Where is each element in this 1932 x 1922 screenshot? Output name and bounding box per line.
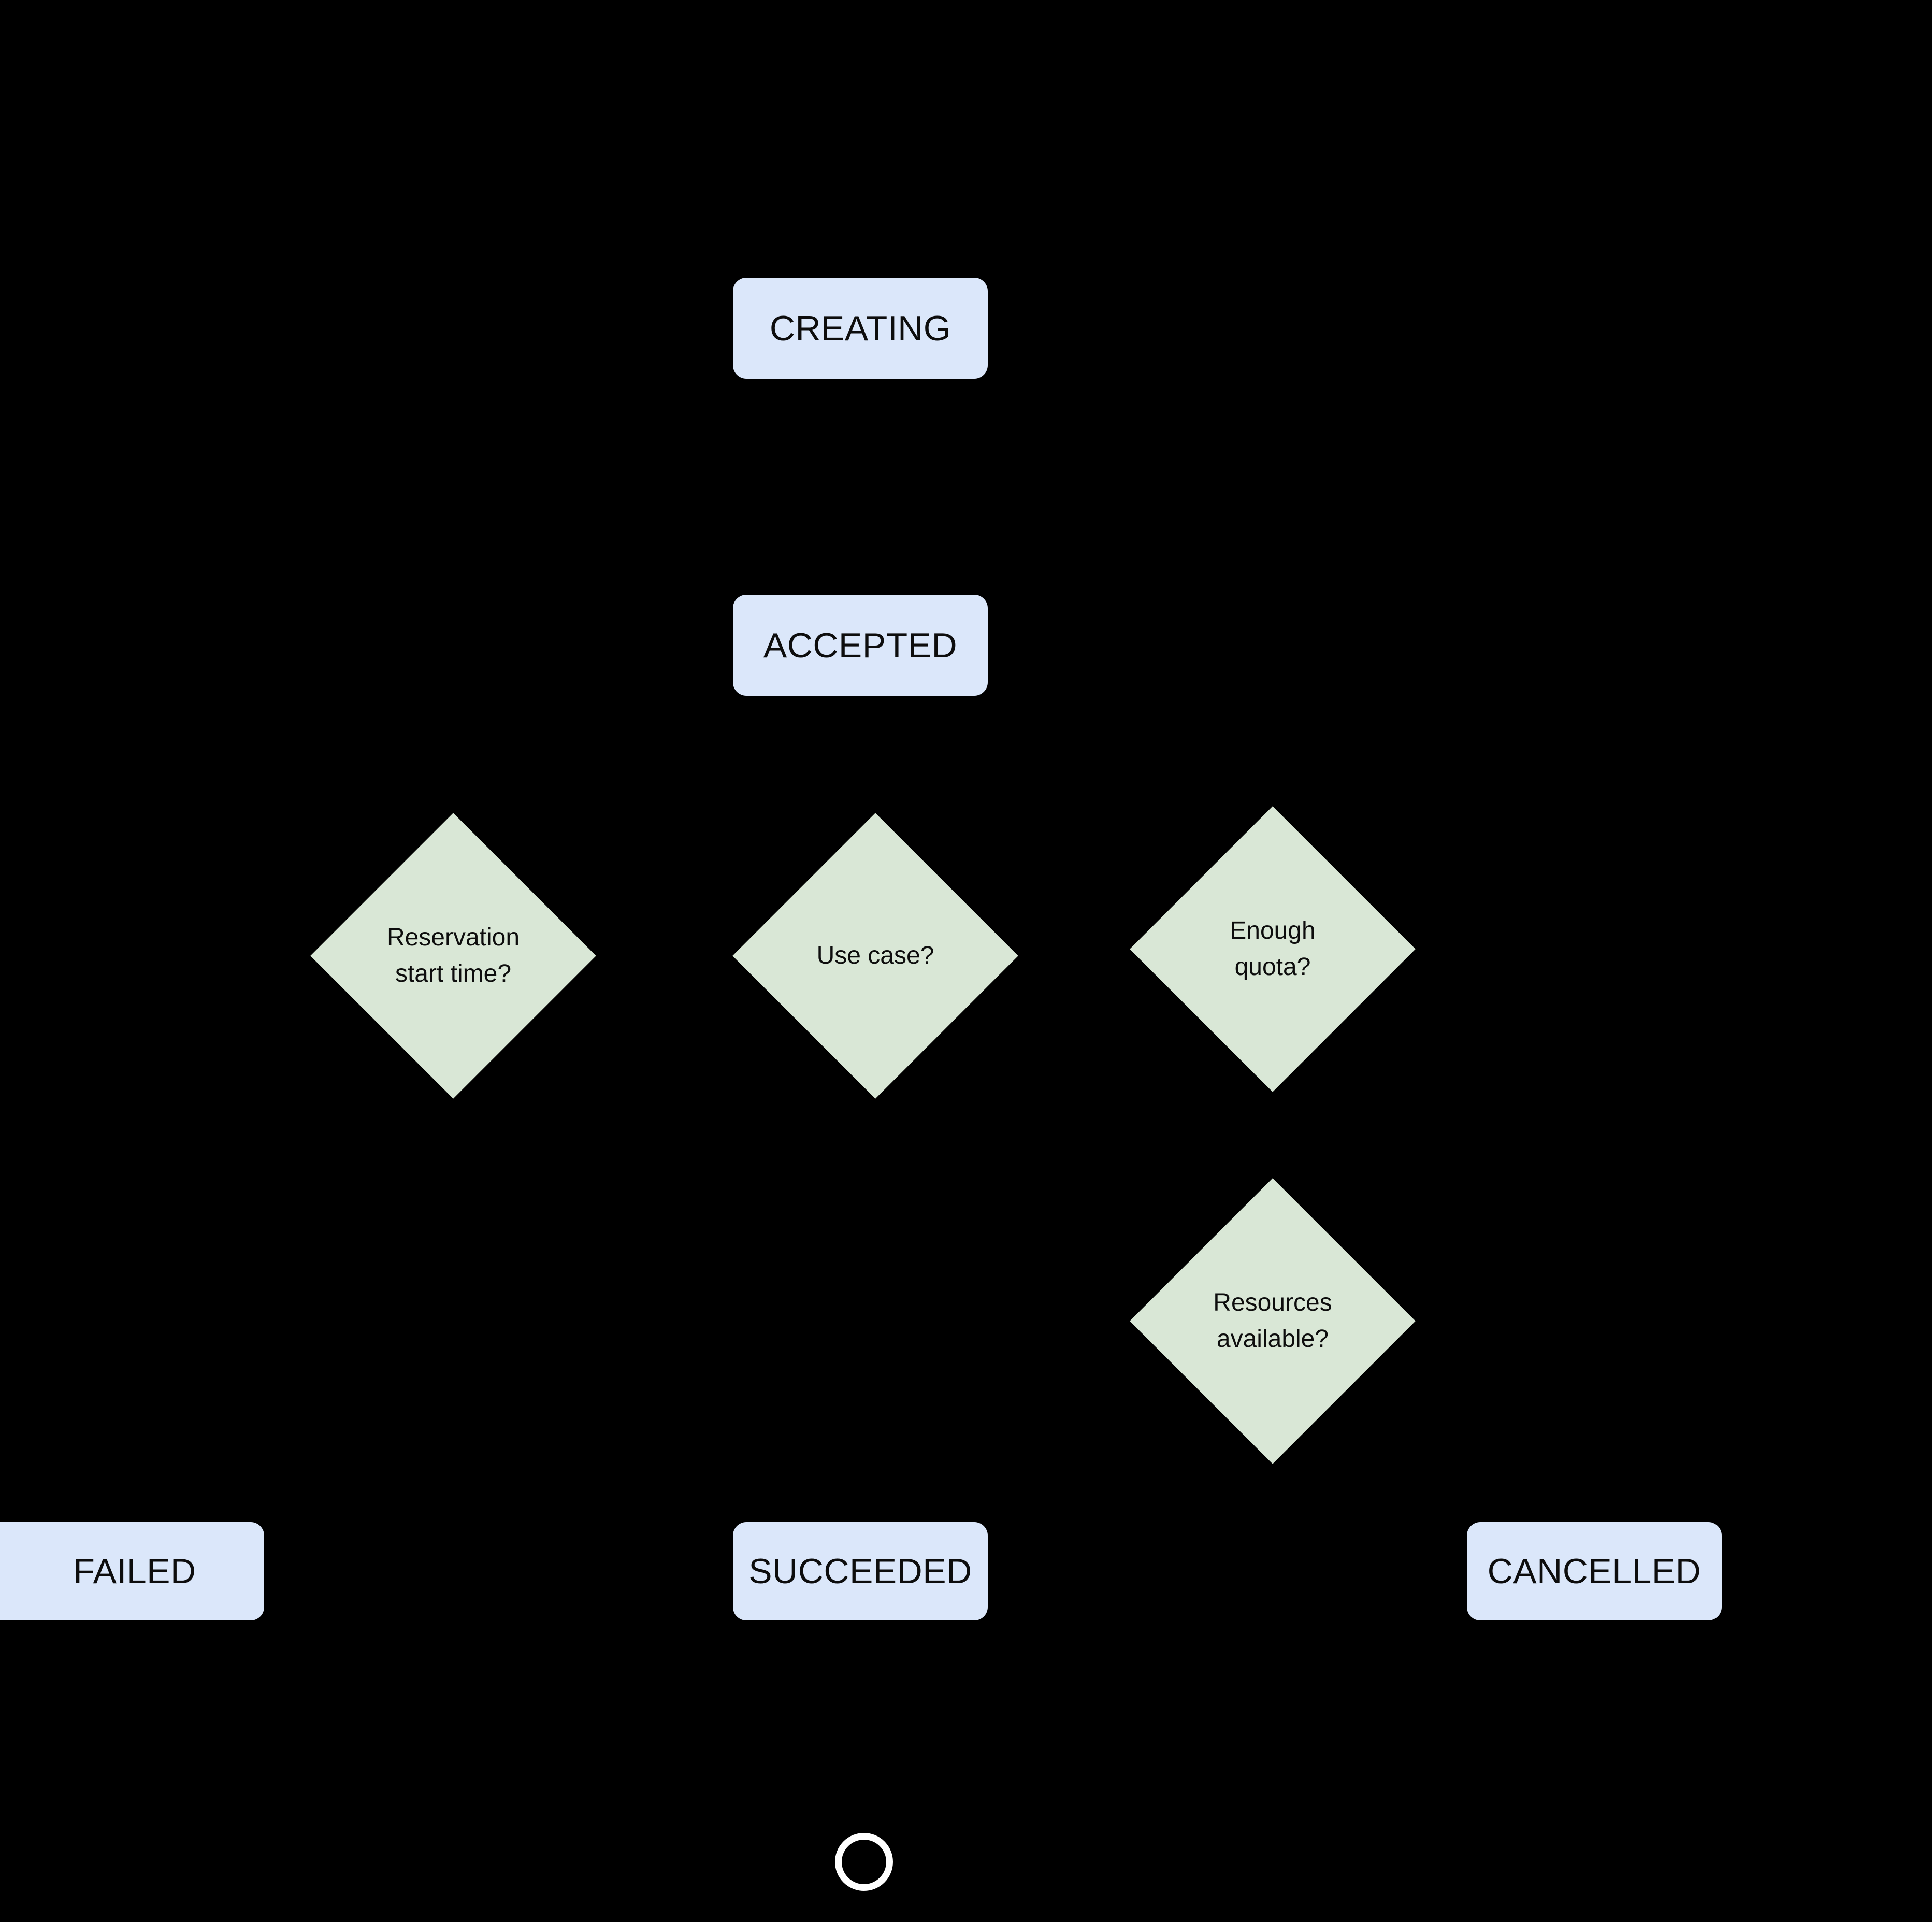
state-node-succeeded[interactable]: SUCCEEDED (733, 1522, 988, 1620)
end-terminator-node[interactable] (835, 1833, 893, 1891)
state-label-cancelled: CANCELLED (1487, 1552, 1702, 1591)
decision-label-use-case: Use case? (816, 942, 934, 970)
decision-node-use-case[interactable]: Use case? (732, 813, 1018, 1099)
state-label-succeeded: SUCCEEDED (748, 1552, 972, 1591)
state-node-accepted[interactable]: ACCEPTED (733, 595, 988, 696)
state-label-creating: CREATING (769, 308, 951, 348)
decision-node-resources-available[interactable]: Resources available? (1130, 1178, 1416, 1464)
decision-label-resources-available: Resources available? (1213, 1289, 1332, 1353)
state-node-cancelled[interactable]: CANCELLED (1467, 1522, 1722, 1620)
state-node-failed[interactable]: FAILED (0, 1522, 264, 1620)
decision-node-reservation-start-time[interactable]: Reservation start time? (310, 813, 596, 1099)
state-label-accepted: ACCEPTED (763, 625, 958, 665)
state-node-creating[interactable]: CREATING (733, 278, 988, 379)
decision-node-enough-quota[interactable]: Enough quota? (1130, 806, 1416, 1092)
state-label-failed: FAILED (73, 1552, 196, 1591)
decision-label-reservation-start-time: Reservation start time? (386, 924, 520, 987)
decision-label-enough-quota: Enough quota? (1230, 917, 1316, 981)
